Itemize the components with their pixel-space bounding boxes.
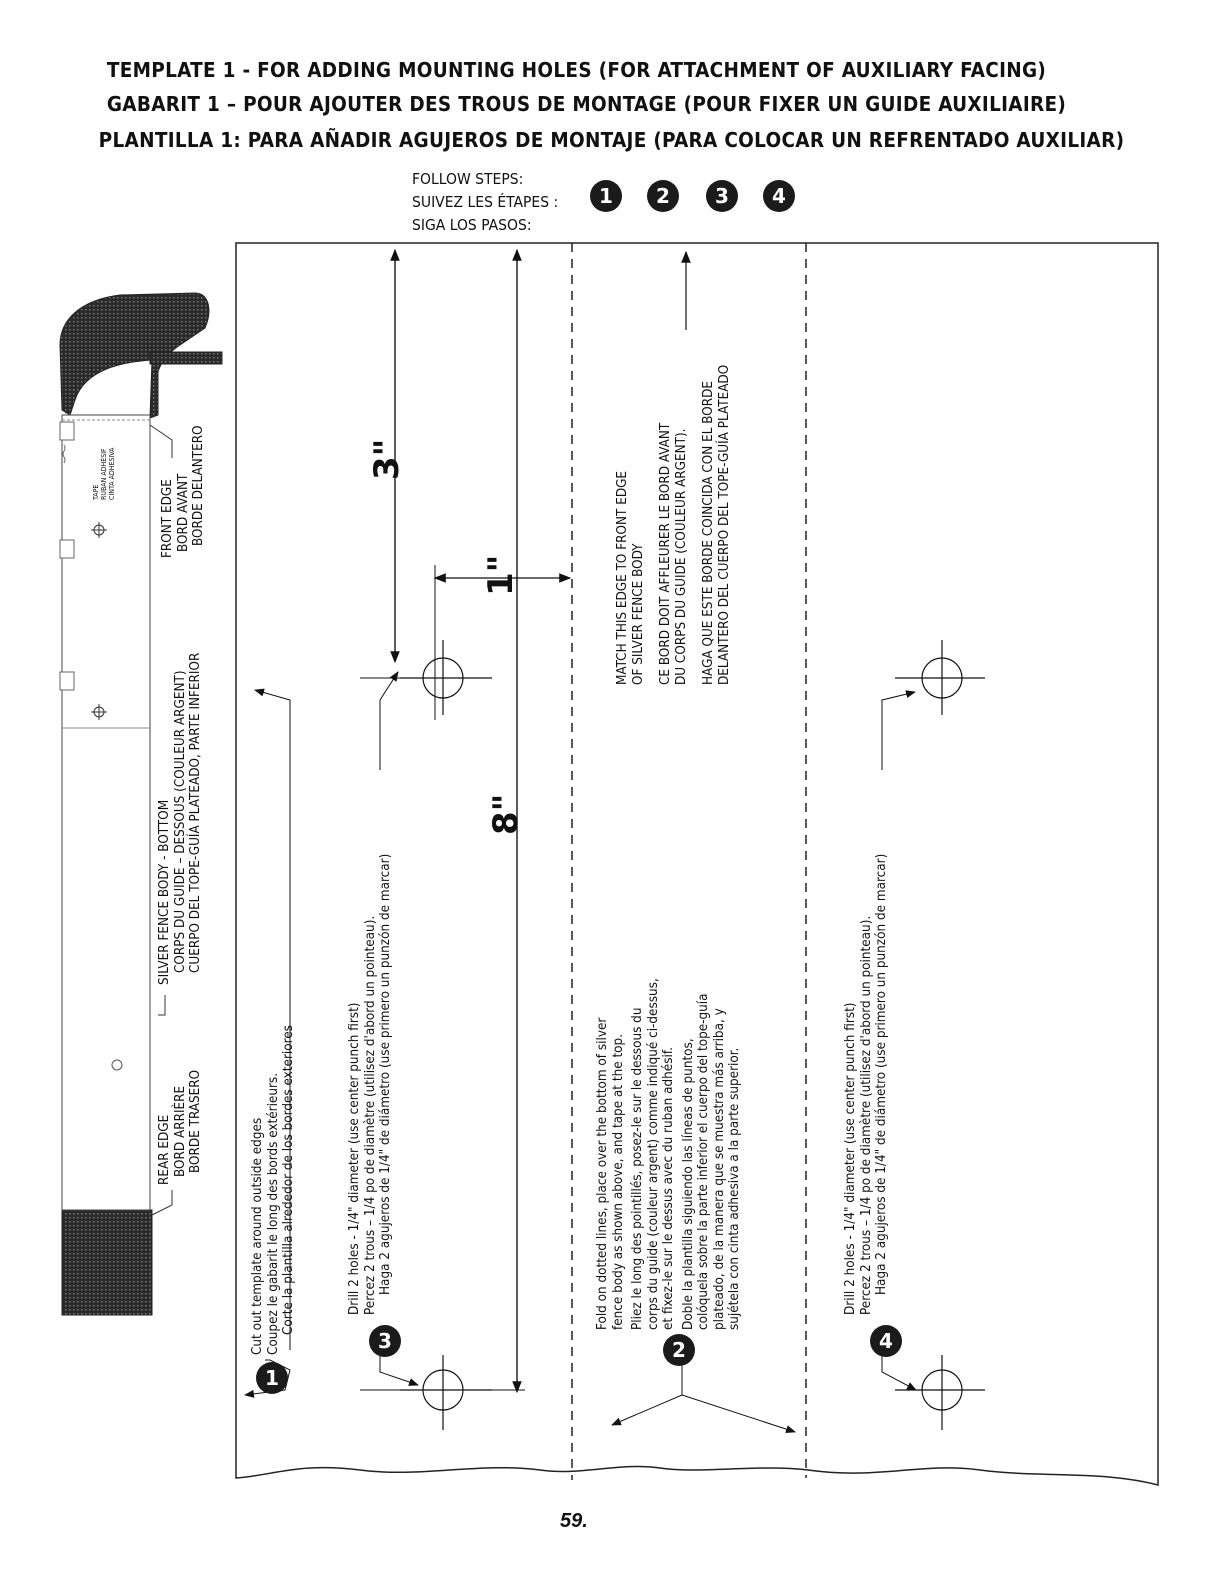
drill-hole-step3-bottom	[400, 1355, 492, 1430]
rear-edge-label: REAR EDGE BORD ARRIÈRE BORDE TRASERO	[157, 1069, 203, 1185]
front-edge-label: FRONT EDGE BORD AVANT BORDE DELANTERO	[160, 425, 206, 558]
small-crosshair-2	[91, 704, 107, 720]
step4-instructions: Drill 2 holes - 1/4" diameter (use cente…	[843, 853, 889, 1315]
step2-instructions: Fold on dotted lines, place over the bot…	[595, 978, 742, 1330]
tape-strip-2	[59, 539, 75, 559]
match-edge-instructions: MATCH THIS EDGE TO FRONT EDGE OF SILVER …	[615, 364, 732, 685]
step1-instructions: Cut out template around outside edges Co…	[250, 1025, 296, 1355]
step1-badge: 1	[256, 1362, 288, 1394]
tape-strip-1	[59, 421, 75, 464]
fence-diagram	[59, 292, 223, 1316]
step2-badge: 2	[663, 1334, 695, 1366]
tape-label-1: TAPE RUBAN ADHÉSIF CINTA ADHESIVA	[92, 447, 116, 500]
step3-badge: 3	[369, 1325, 401, 1357]
fence-rail	[149, 351, 223, 365]
step-badge-2: 2	[647, 180, 679, 212]
step-badge-1: 1	[590, 180, 622, 212]
fence-body-label: SILVER FENCE BODY - BOTTOM CORPS DU GUID…	[157, 652, 203, 985]
follow-steps-fr: SUIVEZ LES ÉTAPES :	[412, 193, 559, 211]
fence-body-outline	[61, 414, 151, 1211]
follow-steps-en: FOLLOW STEPS:	[412, 170, 524, 188]
follow-steps-es: SIGA LOS PASOS:	[412, 216, 532, 234]
title-spanish: PLANTILLA 1: PARA AÑADIR AGUJEROS DE MON…	[98, 128, 1125, 152]
fence-top-cap	[59, 292, 210, 419]
title-english: TEMPLATE 1 - FOR ADDING MOUNTING HOLES (…	[106, 58, 1047, 82]
step-badge-3: 3	[706, 180, 738, 212]
fence-bottom-block	[61, 1209, 153, 1316]
tape-strip-3	[59, 671, 75, 691]
page-number: 59.	[560, 1510, 588, 1532]
step-badge-4: 4	[763, 180, 795, 212]
template-outline	[235, 242, 1159, 1486]
title-french: GABARIT 1 – POUR AJOUTER DES TROUS DE MO…	[106, 92, 1067, 116]
drill-hole-step4-top	[895, 640, 985, 715]
drill-hole-step3-top	[400, 640, 492, 715]
step4-leader-top	[881, 690, 916, 770]
dim-8in-label: 8"	[486, 793, 526, 835]
dim-1in-label: 1"	[481, 554, 521, 596]
small-crosshair-1	[91, 522, 107, 538]
dim-3in-label: 3"	[367, 438, 407, 480]
step3-leader-top	[379, 671, 399, 770]
drill-hole-step4-bottom	[895, 1355, 985, 1430]
fence-hole	[111, 1059, 123, 1071]
step3-instructions: Drill 2 holes - 1/4" diameter (use cente…	[347, 853, 393, 1315]
step2-leader	[611, 1360, 683, 1426]
step4-badge: 4	[870, 1325, 902, 1357]
